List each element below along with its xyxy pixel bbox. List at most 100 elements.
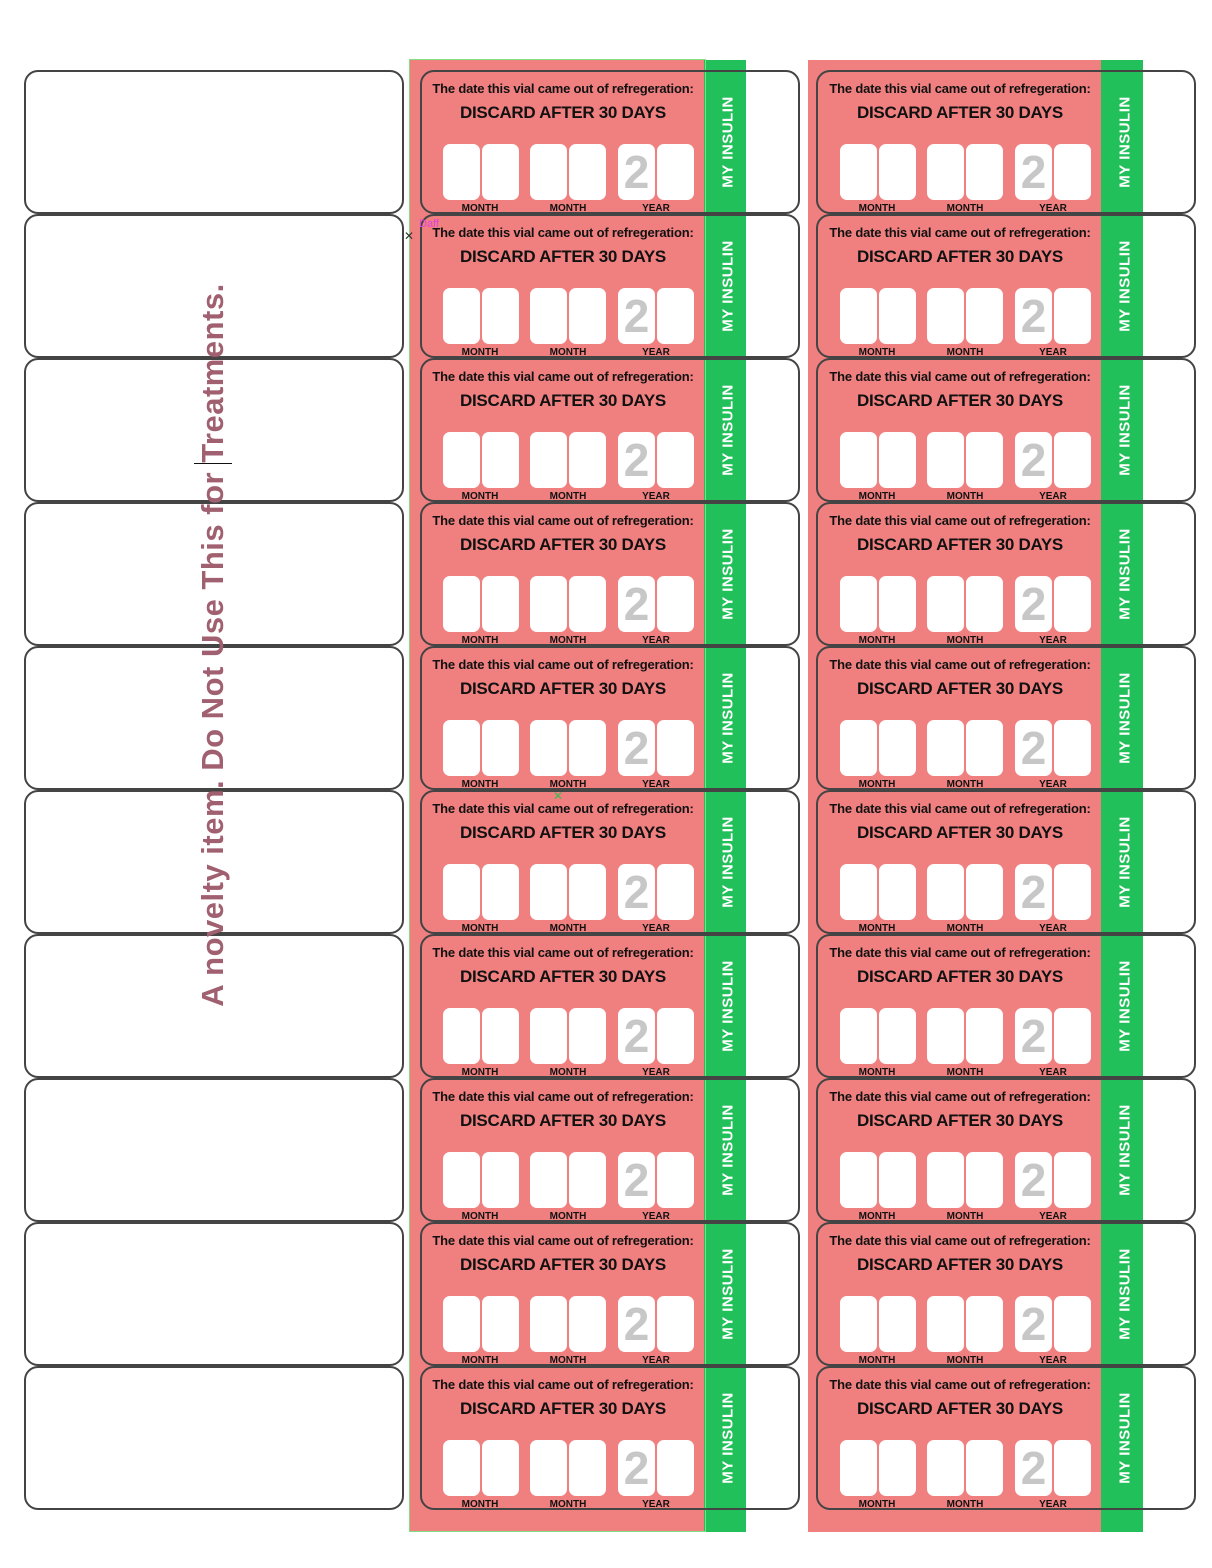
- date-digit-box[interactable]: [1054, 432, 1091, 488]
- date-digit-box[interactable]: [1054, 1008, 1091, 1064]
- date-digit-box[interactable]: [618, 1440, 655, 1496]
- date-digit-box[interactable]: [569, 1296, 606, 1352]
- date-digit-box[interactable]: [927, 1440, 964, 1496]
- date-digit-box[interactable]: [1054, 576, 1091, 632]
- date-digit-box[interactable]: [618, 720, 655, 776]
- date-digit-box[interactable]: [840, 1296, 877, 1352]
- date-digit-box[interactable]: [618, 1296, 655, 1352]
- date-digit-box[interactable]: [482, 864, 519, 920]
- date-digit-box[interactable]: [569, 1440, 606, 1496]
- date-digit-box[interactable]: [927, 720, 964, 776]
- date-digit-box[interactable]: [1054, 1296, 1091, 1352]
- date-digit-box[interactable]: [1015, 864, 1052, 920]
- date-digit-box[interactable]: [927, 1152, 964, 1208]
- date-digit-box[interactable]: [1054, 1440, 1091, 1496]
- date-digit-box[interactable]: [530, 288, 567, 344]
- date-digit-box[interactable]: [966, 720, 1003, 776]
- date-digit-box[interactable]: [482, 288, 519, 344]
- date-digit-box[interactable]: [657, 144, 694, 200]
- date-digit-box[interactable]: [530, 864, 567, 920]
- date-digit-box[interactable]: [530, 576, 567, 632]
- date-digit-box[interactable]: [569, 1152, 606, 1208]
- date-digit-box[interactable]: [482, 1008, 519, 1064]
- date-digit-box[interactable]: [879, 720, 916, 776]
- date-digit-box[interactable]: [443, 720, 480, 776]
- date-digit-box[interactable]: [443, 1008, 480, 1064]
- date-digit-box[interactable]: [966, 1296, 1003, 1352]
- date-digit-box[interactable]: [569, 576, 606, 632]
- date-digit-box[interactable]: [1015, 720, 1052, 776]
- date-digit-box[interactable]: [840, 144, 877, 200]
- date-digit-box[interactable]: [569, 432, 606, 488]
- date-digit-box[interactable]: [840, 1152, 877, 1208]
- date-digit-box[interactable]: [530, 1440, 567, 1496]
- date-digit-box[interactable]: [657, 1440, 694, 1496]
- date-digit-box[interactable]: [443, 1440, 480, 1496]
- date-digit-box[interactable]: [482, 432, 519, 488]
- date-digit-box[interactable]: [618, 288, 655, 344]
- date-digit-box[interactable]: [840, 1440, 877, 1496]
- date-digit-box[interactable]: [927, 864, 964, 920]
- date-digit-box[interactable]: [1015, 144, 1052, 200]
- date-digit-box[interactable]: [1054, 144, 1091, 200]
- date-digit-box[interactable]: [443, 432, 480, 488]
- date-digit-box[interactable]: [443, 576, 480, 632]
- date-digit-box[interactable]: [618, 144, 655, 200]
- date-digit-box[interactable]: [482, 1152, 519, 1208]
- date-digit-box[interactable]: [657, 432, 694, 488]
- date-digit-box[interactable]: [657, 1008, 694, 1064]
- date-digit-box[interactable]: [879, 144, 916, 200]
- date-digit-box[interactable]: [657, 288, 694, 344]
- date-digit-box[interactable]: [618, 864, 655, 920]
- date-digit-box[interactable]: [1015, 1440, 1052, 1496]
- date-digit-box[interactable]: [1054, 720, 1091, 776]
- date-digit-box[interactable]: [927, 432, 964, 488]
- date-digit-box[interactable]: [618, 1152, 655, 1208]
- date-digit-box[interactable]: [1015, 1152, 1052, 1208]
- date-digit-box[interactable]: [1015, 432, 1052, 488]
- date-digit-box[interactable]: [966, 432, 1003, 488]
- date-digit-box[interactable]: [657, 864, 694, 920]
- date-digit-box[interactable]: [482, 1440, 519, 1496]
- date-digit-box[interactable]: [482, 144, 519, 200]
- date-digit-box[interactable]: [569, 720, 606, 776]
- date-digit-box[interactable]: [966, 1440, 1003, 1496]
- date-digit-box[interactable]: [443, 144, 480, 200]
- date-digit-box[interactable]: [840, 1008, 877, 1064]
- date-digit-box[interactable]: [569, 288, 606, 344]
- date-digit-box[interactable]: [840, 432, 877, 488]
- date-digit-box[interactable]: [966, 576, 1003, 632]
- date-digit-box[interactable]: [569, 864, 606, 920]
- date-digit-box[interactable]: [1054, 288, 1091, 344]
- date-digit-box[interactable]: [530, 720, 567, 776]
- date-digit-box[interactable]: [966, 144, 1003, 200]
- date-digit-box[interactable]: [927, 1008, 964, 1064]
- date-digit-box[interactable]: [966, 1008, 1003, 1064]
- date-digit-box[interactable]: [657, 1296, 694, 1352]
- date-digit-box[interactable]: [618, 576, 655, 632]
- date-digit-box[interactable]: [618, 432, 655, 488]
- date-digit-box[interactable]: [966, 864, 1003, 920]
- date-digit-box[interactable]: [1015, 288, 1052, 344]
- date-digit-box[interactable]: [840, 288, 877, 344]
- date-digit-box[interactable]: [569, 144, 606, 200]
- date-digit-box[interactable]: [927, 576, 964, 632]
- date-digit-box[interactable]: [443, 1152, 480, 1208]
- date-digit-box[interactable]: [530, 1296, 567, 1352]
- date-digit-box[interactable]: [879, 1440, 916, 1496]
- date-digit-box[interactable]: [879, 1296, 916, 1352]
- date-digit-box[interactable]: [482, 720, 519, 776]
- date-digit-box[interactable]: [966, 288, 1003, 344]
- date-digit-box[interactable]: [443, 288, 480, 344]
- date-digit-box[interactable]: [530, 1152, 567, 1208]
- date-digit-box[interactable]: [927, 144, 964, 200]
- date-digit-box[interactable]: [966, 1152, 1003, 1208]
- date-digit-box[interactable]: [1054, 1152, 1091, 1208]
- date-digit-box[interactable]: [840, 576, 877, 632]
- date-digit-box[interactable]: [927, 1296, 964, 1352]
- date-digit-box[interactable]: [1054, 864, 1091, 920]
- date-digit-box[interactable]: [840, 864, 877, 920]
- date-digit-box[interactable]: [530, 432, 567, 488]
- date-digit-box[interactable]: [1015, 1008, 1052, 1064]
- date-digit-box[interactable]: [618, 1008, 655, 1064]
